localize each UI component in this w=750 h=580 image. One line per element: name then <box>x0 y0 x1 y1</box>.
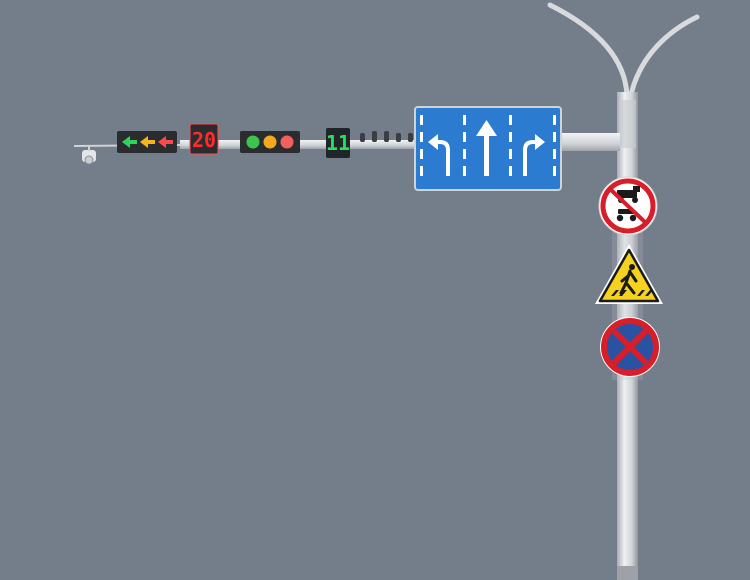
no-stopping-sign <box>600 317 660 377</box>
right-turn-arrowhead <box>535 134 545 150</box>
street-lamp-arms <box>547 2 700 98</box>
left-turn-arrowhead <box>428 134 438 150</box>
red-lamp <box>280 135 294 149</box>
left-arrow-icon <box>158 136 173 148</box>
green-lamp <box>246 135 260 149</box>
arm-fittings <box>360 131 413 142</box>
straight-arrow-icon <box>476 120 497 176</box>
yellow-lamp <box>263 135 277 149</box>
round-signal <box>240 131 300 153</box>
lane-divider-lines <box>420 115 556 176</box>
left-turn-arrow-icon <box>436 140 450 176</box>
right-turn-arrow-icon <box>523 140 537 176</box>
countdown-red-value: 20 <box>192 128 216 152</box>
left-arrow-icon <box>140 136 155 148</box>
camera-icon <box>82 146 96 165</box>
countdown-green-value: 11 <box>326 131 350 155</box>
lane-direction-sign <box>414 106 562 191</box>
pedestrian-crossing-warning-sign <box>595 244 663 304</box>
countdown-display-red: 20 <box>189 123 219 155</box>
left-arrow-signal <box>117 131 177 153</box>
left-arrow-icon <box>122 136 137 148</box>
no-tractor-sign <box>598 176 658 236</box>
pedestrian-icon <box>611 264 653 296</box>
countdown-display-green: 11 <box>326 128 350 158</box>
